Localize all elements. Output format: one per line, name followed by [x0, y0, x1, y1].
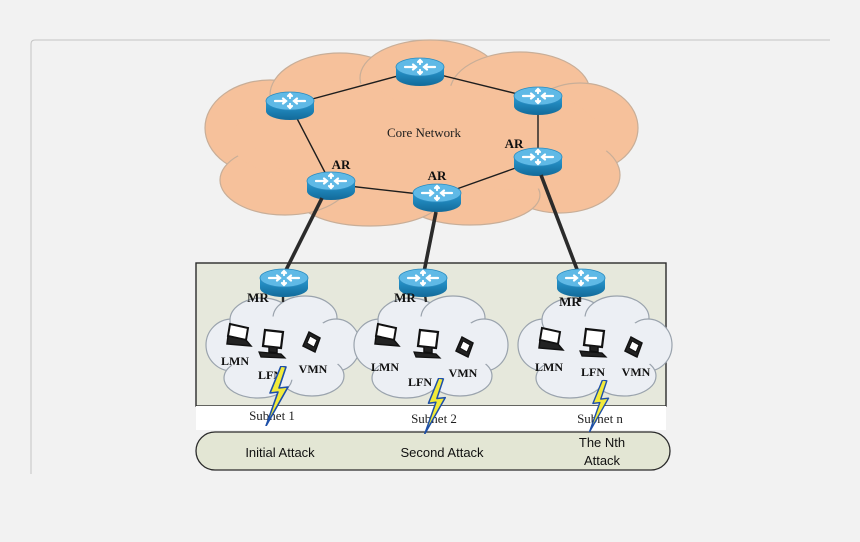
vmn-label-1: VMN — [299, 362, 328, 376]
access-router-2 — [411, 182, 463, 213]
attack-timeline-bar — [195, 431, 671, 471]
mobile-router-3 — [555, 267, 607, 298]
lfn-label-2: LFN — [408, 375, 432, 389]
second-attack-label: Second Attack — [400, 445, 484, 460]
frame-border — [30, 39, 830, 474]
ar-label-2: AR — [428, 168, 447, 183]
vmn-label-3: VMN — [622, 365, 651, 379]
laptop-icon — [538, 327, 564, 351]
access-router-1 — [305, 170, 357, 201]
core-router-left — [264, 90, 316, 121]
initial-attack-label: Initial Attack — [245, 445, 315, 460]
vmn-label-2: VMN — [449, 366, 478, 380]
lmn-label-1: LMN — [221, 354, 249, 368]
ar-label-3: AR — [505, 136, 524, 151]
access-router-3 — [512, 146, 564, 177]
mr-label-2: MR — [394, 290, 416, 305]
lfn-label-3: LFN — [581, 365, 605, 379]
laptop-icon — [226, 323, 252, 347]
subnet-cloud-2 — [353, 295, 509, 399]
ar-label-1: AR — [332, 157, 351, 172]
core-network-label: Core Network — [387, 125, 462, 140]
nth-attack-label-line2: Attack — [584, 453, 621, 468]
uplinks — [283, 174, 580, 273]
mr-label-1: MR — [247, 290, 269, 305]
nth-attack-label-line1: The Nth — [579, 435, 625, 450]
lmn-label-2: LMN — [371, 360, 399, 374]
mr-label-3: MR — [559, 294, 581, 309]
subnet-n-label: Subnet n — [577, 411, 623, 426]
subnet-cloud-1 — [205, 295, 361, 399]
core-router-top — [394, 56, 446, 87]
lmn-label-3: LMN — [535, 360, 563, 374]
core-router-right — [512, 85, 564, 116]
laptop-icon — [374, 323, 400, 347]
